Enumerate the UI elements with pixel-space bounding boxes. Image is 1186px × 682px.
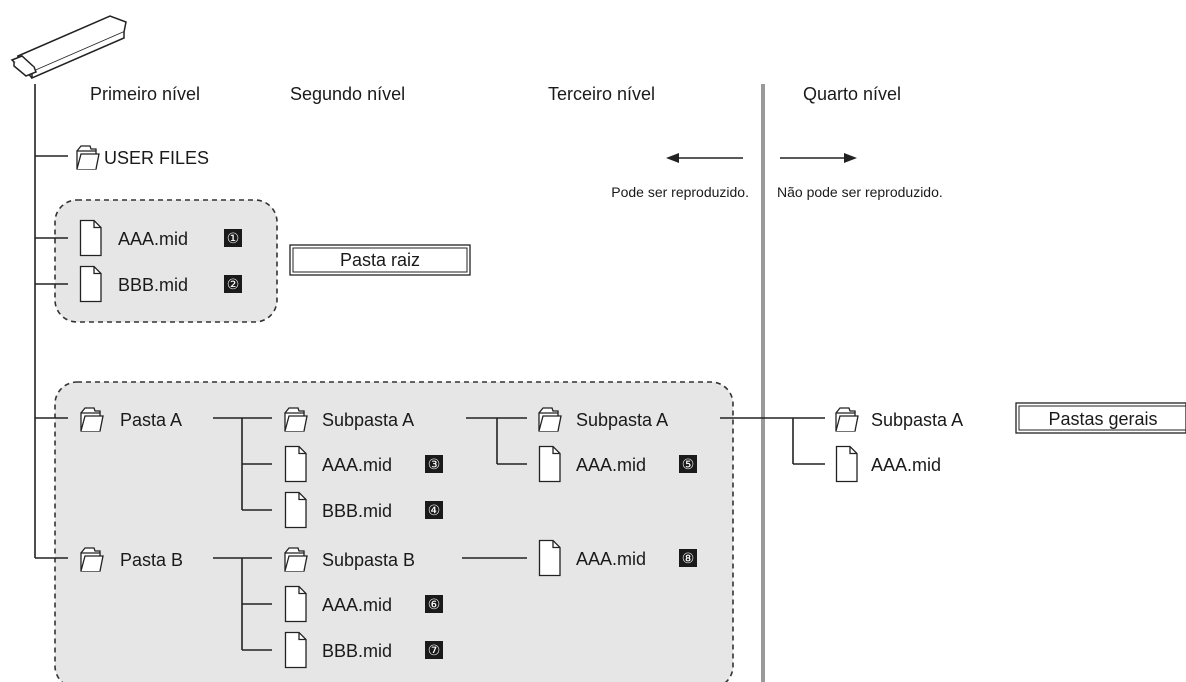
folder-icon: [76, 145, 100, 170]
badge-3-text: ③: [428, 457, 441, 473]
folder-b-file-1-label: AAA.mid: [322, 595, 392, 615]
file-icon: [284, 445, 307, 483]
badge-5: [679, 455, 697, 473]
folder-a-file-1-label: AAA.mid: [322, 455, 392, 475]
file-icon: [835, 445, 858, 483]
folder-a-sub-sub-label: Subpasta A: [576, 410, 668, 430]
folder-a-label: Pasta A: [120, 410, 182, 430]
folder-icon: [80, 547, 104, 572]
root-folder-box: [289, 244, 471, 276]
badge-4-text: ④: [428, 503, 441, 519]
badge-8: [679, 549, 697, 567]
badge-2-text: ②: [227, 277, 240, 293]
badge-2: [224, 275, 242, 293]
badge-7: [425, 641, 443, 659]
folder-a-sub-sub-file-label: AAA.mid: [576, 455, 646, 475]
header-fourth-level: Quarto nível: [803, 84, 901, 104]
folder-b-label: Pasta B: [120, 550, 183, 570]
header-second-level: Segundo nível: [290, 84, 405, 104]
folder-icon: [538, 407, 562, 432]
file-icon: [79, 265, 102, 303]
general-folders-box: [1015, 402, 1186, 434]
folder-a-file-2-label: BBB.mid: [322, 501, 392, 521]
folder-a-sub-label: Subpasta A: [322, 410, 414, 430]
badge-6: [425, 595, 443, 613]
file-icon: [538, 539, 561, 577]
folder-b-sub-file-label: AAA.mid: [576, 549, 646, 569]
file-icon: [284, 631, 307, 669]
file-icon: [538, 445, 561, 483]
folder-a-sub-sub-sub-label: Subpasta A: [871, 410, 963, 430]
root-file-2-label: BBB.mid: [118, 275, 188, 295]
root-files-group: [54, 199, 278, 323]
cannot-play-arrow: [780, 153, 857, 163]
subfolders-group: [54, 381, 734, 682]
file-icon: [79, 219, 102, 257]
badge-5-text: ⑤: [682, 457, 695, 473]
folder-icon: [835, 407, 859, 432]
root-file-1-label: AAA.mid: [118, 229, 188, 249]
badge-3: [425, 455, 443, 473]
folder-a-sub-sub-sub-file-label: AAA.mid: [871, 455, 941, 475]
folder-icon: [284, 407, 308, 432]
folder-b-sub-label: Subpasta B: [322, 550, 415, 570]
folder-icon: [284, 547, 308, 572]
user-files-label: USER FILES: [104, 148, 209, 168]
header-third-level: Terceiro nível: [548, 84, 655, 104]
general-folders-label: Pastas gerais: [1048, 409, 1157, 429]
badge-7-text: ⑦: [428, 643, 441, 659]
cannot-play-note: Não pode ser reproduzido.: [777, 184, 943, 200]
badge-1-text: ①: [227, 231, 240, 247]
badge-8-text: ⑧: [682, 551, 695, 567]
badge-4: [425, 501, 443, 519]
header-first-level: Primeiro nível: [90, 84, 200, 104]
file-icon: [284, 585, 307, 623]
badge-1: [224, 229, 242, 247]
usb-drive-icon: [10, 15, 127, 80]
folder-icon: [80, 407, 104, 432]
folder-b-file-2-label: BBB.mid: [322, 641, 392, 661]
can-play-arrow: [666, 153, 743, 163]
tree-connectors: [34, 84, 825, 651]
can-play-note: Pode ser reproduzido.: [611, 184, 749, 200]
file-icon: [284, 491, 307, 529]
root-folder-label: Pasta raiz: [340, 250, 420, 270]
badge-6-text: ⑥: [428, 597, 441, 613]
